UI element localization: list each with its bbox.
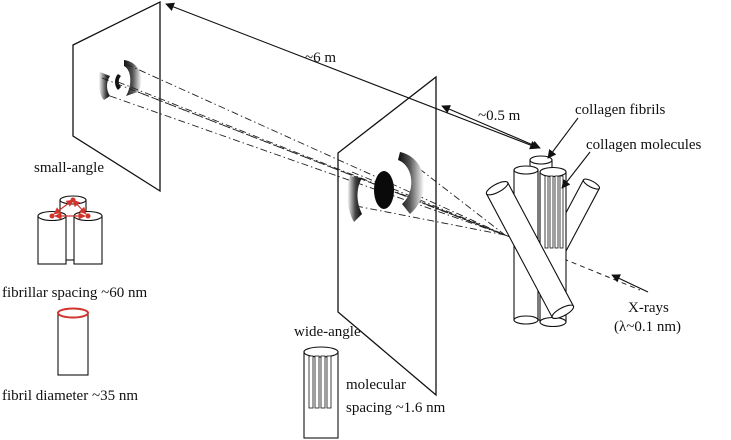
fibrils-pointer [547, 117, 579, 159]
spacing-arrow [53, 199, 74, 215]
wide-angle-beamstop [374, 171, 394, 209]
fibril-cap [485, 180, 509, 196]
fibril-base [551, 304, 575, 320]
beam-line [125, 63, 506, 236]
distance-short-label: ~0.5 m [478, 108, 521, 124]
spacing-point [85, 213, 91, 219]
fibrillar-spacing-inset [37, 195, 103, 265]
fibril-bundle [485, 155, 601, 328]
molecules-pointer [561, 151, 591, 189]
collagen-fibrils-label: collagen fibrils [575, 102, 666, 118]
wide-angle-label: wide-angle [294, 324, 361, 340]
spacing-arrow [72, 199, 87, 215]
distance-arrow-short [441, 105, 541, 149]
molecular-cap [303, 346, 339, 358]
spacing-point [49, 213, 55, 219]
molecular-label-line1: molecular [346, 377, 406, 393]
small-angle-detector [72, 0, 161, 193]
distance-arrow-long [165, 2, 539, 150]
wide-angle-arc-right [398, 152, 425, 214]
molecular-spacing-inset [303, 346, 339, 439]
xrays-label-line1: X-rays [628, 300, 669, 316]
xrays-label-line2: (λ~0.1 nm) [614, 319, 681, 335]
fibril-diameter-label: fibril diameter ~35 nm [2, 388, 138, 404]
fibril-cap [513, 165, 539, 175]
fibril-diameter-inset [57, 307, 89, 376]
inset-cylinder-left [37, 215, 67, 265]
scattered-beams [101, 63, 506, 236]
beam-line [117, 81, 506, 236]
xray-arrow [611, 274, 649, 293]
fibril-cap [529, 155, 553, 165]
small-angle-label: small-angle [34, 160, 104, 176]
wide-angle-arc-left [347, 176, 362, 222]
fibril-cap [582, 178, 601, 190]
molecular-label-line2: spacing ~1.6 nm [346, 400, 446, 416]
fibrillar-spacing-label: fibrillar spacing ~60 nm [2, 285, 147, 301]
wide-angle-detector [337, 75, 437, 397]
small-angle-arc-left [98, 72, 110, 100]
collagen-molecules-inner [544, 175, 564, 249]
beam-line [109, 95, 506, 236]
fibril-cap [539, 166, 567, 178]
collagen-molecules-label: collagen molecules [586, 137, 702, 153]
beam-line [355, 205, 506, 236]
distance-long-label: ~6 m [305, 50, 336, 66]
diameter-ring [57, 307, 89, 319]
inset-cylinder-right [73, 215, 103, 265]
beam-line [407, 159, 506, 236]
wide-angle-panel [337, 75, 437, 397]
fibril-base [513, 315, 539, 325]
diameter-cylinder [57, 312, 89, 376]
beam-line [351, 171, 506, 236]
small-angle-panel [72, 0, 161, 193]
small-angle-arc-right [124, 60, 142, 96]
beam-line [413, 199, 506, 236]
fibril-base [539, 316, 567, 328]
